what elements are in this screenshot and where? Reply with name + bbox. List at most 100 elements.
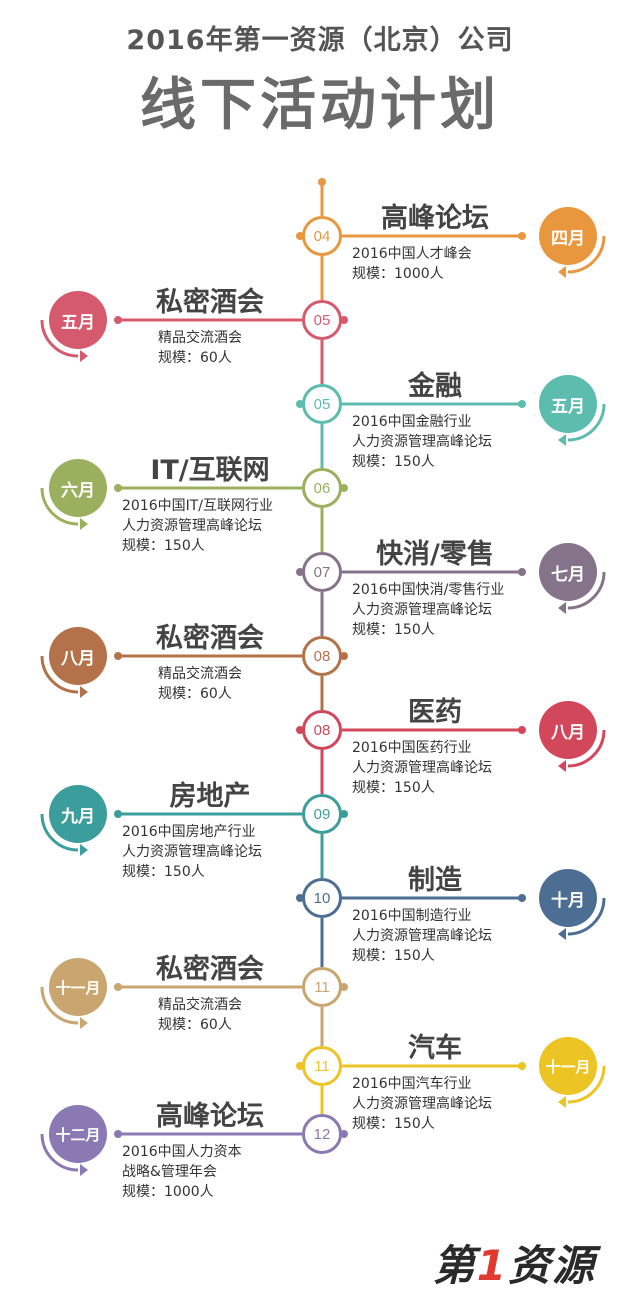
event-scale: 规模：150人 — [122, 864, 205, 880]
month-arrow-arc — [40, 1133, 79, 1172]
event-description: 人力资源管理高峰论坛 — [122, 518, 262, 534]
connector-dot — [114, 316, 122, 324]
timeline-node: 08 — [302, 636, 342, 676]
event-description: 2016中国房地产行业 — [122, 824, 256, 840]
event-scale: 规模：150人 — [352, 780, 435, 796]
month-arrow-head — [558, 928, 566, 940]
event-scale: 规模：150人 — [352, 948, 435, 964]
event-heading: 制造 — [408, 865, 462, 896]
connector-dot — [340, 652, 348, 660]
event-heading: 私密酒会 — [156, 954, 264, 985]
connector-dot — [518, 232, 526, 240]
month-arrow-arc — [40, 986, 79, 1025]
month-arrow-arc — [40, 813, 79, 852]
month-arrow-head — [558, 602, 566, 614]
connector-dot — [340, 1130, 348, 1138]
month-arrow-arc — [567, 403, 606, 442]
event-details: 精品交流酒会规模：60人 — [158, 664, 242, 704]
timeline-node: 11 — [302, 967, 342, 1007]
month-arrow-arc — [40, 319, 79, 358]
event-details: 2016中国人力资本战略&管理年会规模：1000人 — [122, 1142, 242, 1202]
connector-dot — [518, 894, 526, 902]
event-details: 精品交流酒会规模：60人 — [158, 328, 242, 368]
month-badge: 九月 — [49, 785, 107, 843]
month-badge: 五月 — [539, 375, 597, 433]
timeline-node: 04 — [302, 216, 342, 256]
event-details: 2016中国医药行业人力资源管理高峰论坛规模：150人 — [352, 738, 492, 798]
event-description: 精品交流酒会 — [158, 330, 242, 346]
event-scale: 规模：150人 — [122, 538, 205, 554]
event-heading: 汽车 — [408, 1033, 462, 1064]
month-badge: 八月 — [539, 701, 597, 759]
event-description: 2016中国人才峰会 — [352, 246, 472, 262]
connector-dot — [340, 316, 348, 324]
month-arrow-head — [80, 350, 88, 362]
month-badge: 十一月 — [49, 958, 107, 1016]
month-arrow-head — [558, 266, 566, 278]
month-arrow-arc — [567, 1065, 606, 1104]
event-heading: 私密酒会 — [156, 623, 264, 654]
timeline-node: 09 — [302, 794, 342, 834]
connector-dot — [518, 1062, 526, 1070]
connector-dot — [114, 652, 122, 660]
timeline-node: 05 — [302, 300, 342, 340]
event-description: 2016中国人力资本 — [122, 1144, 242, 1160]
event-scale: 规模：150人 — [352, 454, 435, 470]
connector-dot — [518, 400, 526, 408]
timeline-node: 07 — [302, 552, 342, 592]
month-arrow-arc — [567, 897, 606, 936]
timeline-node: 12 — [302, 1114, 342, 1154]
month-badge: 五月 — [49, 291, 107, 349]
month-arrow-arc — [40, 487, 79, 526]
connector-dot — [340, 983, 348, 991]
month-arrow-head — [80, 686, 88, 698]
event-heading: 快消/零售 — [376, 539, 494, 570]
event-heading: IT/互联网 — [150, 455, 270, 486]
event-heading: 高峰论坛 — [381, 203, 489, 234]
timeline-node: 11 — [302, 1046, 342, 1086]
company-logo: 第1资源 — [432, 1241, 596, 1290]
timeline-node: 08 — [302, 710, 342, 750]
event-description: 2016中国金融行业 — [352, 414, 472, 430]
timeline-node: 10 — [302, 878, 342, 918]
event-details: 2016中国制造行业人力资源管理高峰论坛规模：150人 — [352, 906, 492, 966]
event-description: 人力资源管理高峰论坛 — [352, 602, 492, 618]
event-description: 2016中国制造行业 — [352, 908, 472, 924]
event-details: 精品交流酒会规模：60人 — [158, 995, 242, 1035]
connector-dot — [518, 568, 526, 576]
month-arrow-head — [80, 1017, 88, 1029]
event-details: 2016中国人才峰会规模：1000人 — [352, 244, 472, 284]
connector-dot — [518, 726, 526, 734]
event-scale: 规模：1000人 — [352, 266, 444, 282]
month-badge: 七月 — [539, 543, 597, 601]
event-details: 2016中国金融行业人力资源管理高峰论坛规模：150人 — [352, 412, 492, 472]
event-description: 精品交流酒会 — [158, 666, 242, 682]
event-description: 人力资源管理高峰论坛 — [352, 760, 492, 776]
event-heading: 高峰论坛 — [156, 1101, 264, 1132]
month-arrow-head — [558, 1096, 566, 1108]
connector-dot — [340, 810, 348, 818]
month-arrow-head — [558, 760, 566, 772]
connector-dot — [114, 810, 122, 818]
connector-dot — [114, 1130, 122, 1138]
month-arrow-arc — [40, 655, 79, 694]
month-badge: 四月 — [539, 207, 597, 265]
timeline-node: 05 — [302, 384, 342, 424]
event-heading: 医药 — [408, 697, 462, 728]
event-scale: 规模：150人 — [352, 622, 435, 638]
event-details: 2016中国IT/互联网行业人力资源管理高峰论坛规模：150人 — [122, 496, 273, 556]
subtitle: 2016年第一资源（北京）公司 — [126, 25, 514, 56]
month-arrow-arc — [567, 571, 606, 610]
month-arrow-head — [80, 1164, 88, 1176]
event-description: 战略&管理年会 — [122, 1164, 217, 1180]
event-description: 2016中国IT/互联网行业 — [122, 498, 274, 514]
event-heading: 私密酒会 — [156, 287, 264, 318]
event-details: 2016中国汽车行业人力资源管理高峰论坛规模：150人 — [352, 1074, 492, 1134]
event-scale: 规模：60人 — [158, 350, 232, 366]
connector-dot — [340, 484, 348, 492]
month-badge: 十二月 — [49, 1105, 107, 1163]
page-title: 线下活动计划 — [140, 73, 500, 138]
event-details: 2016中国快消/零售行业人力资源管理高峰论坛规模：150人 — [352, 580, 504, 640]
event-scale: 规模：1000人 — [122, 1184, 214, 1200]
event-description: 精品交流酒会 — [158, 997, 242, 1013]
